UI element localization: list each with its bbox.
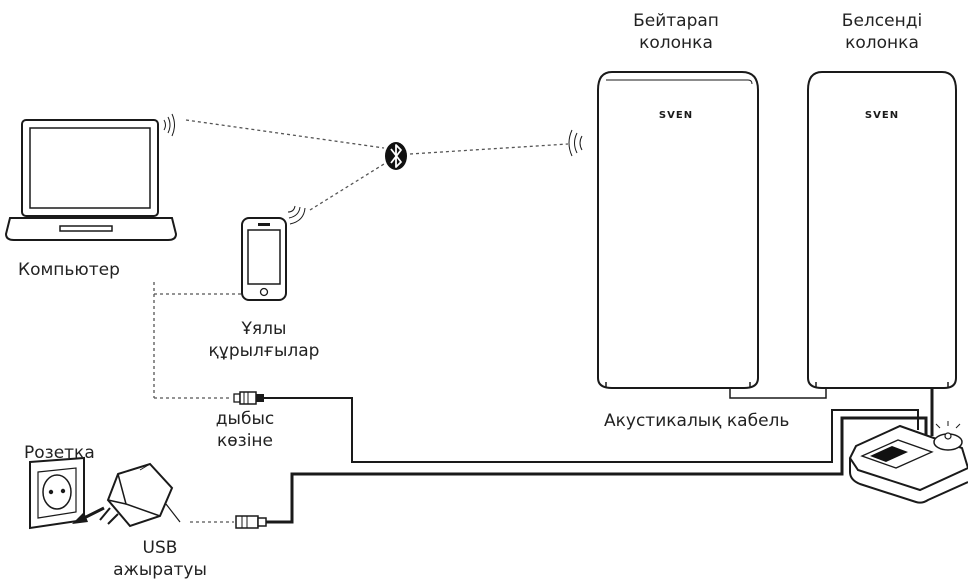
speaker-wireless-signal: [568, 129, 583, 157]
usb-cable: [266, 416, 928, 524]
acoustic-cable-label: Акустикалық кабель: [604, 411, 790, 431]
laptop-wired-links: [153, 282, 242, 399]
active-speaker: SVEN: [807, 71, 957, 389]
audio-jack-icon: [233, 391, 264, 405]
indicator-light-rays: [935, 421, 961, 429]
active-speaker-logo: SVEN: [865, 110, 899, 121]
passive-speaker: SVEN: [597, 71, 759, 389]
wireless-links: [185, 119, 569, 211]
mobile-devices-label-line2: құрылғылар: [208, 341, 320, 361]
passive-speaker-label-line2: колонка: [639, 33, 713, 53]
audio-source-label-line1: дыбыс: [215, 409, 275, 429]
acoustic-cable: [729, 388, 827, 399]
usb-adapter-label-line2: ажыратуы: [113, 560, 207, 580]
passive-speaker-label-line1: Бейтарап: [633, 11, 719, 31]
active-speaker-label: Белсенді колонка: [822, 10, 942, 54]
passive-speaker-logo: SVEN: [659, 110, 693, 121]
passive-speaker-label: Бейтарап колонка: [616, 10, 736, 54]
laptop-wireless-signal: [163, 113, 175, 137]
socket-label: Розетка: [24, 443, 95, 463]
audio-source-label-line2: көзіне: [216, 431, 273, 451]
plug-in-arrow: [72, 506, 105, 524]
usb-adapter-label: USB ажыратуы: [100, 537, 220, 581]
usb-power-adapter-icon: [99, 462, 181, 528]
laptop-icon: [4, 119, 178, 241]
smartphone-icon: [241, 217, 287, 301]
mobile-devices-label-line1: Ұялы: [241, 319, 287, 339]
mobile-devices-label: Ұялы құрылғылар: [194, 318, 334, 362]
audio-cable: [264, 397, 919, 463]
computer-label: Компьютер: [18, 260, 120, 280]
power-socket-icon: [29, 456, 85, 530]
active-speaker-label-line2: колонка: [845, 33, 919, 53]
audio-source-label: дыбыс көзіне: [190, 408, 300, 452]
active-speaker-label-line1: Белсенді: [841, 11, 923, 31]
bluetooth-icon: [385, 142, 407, 170]
wireless-control-unit-icon: [848, 424, 968, 504]
usb-plug-icon: [235, 515, 267, 529]
smartphone-wireless-signal: [287, 205, 306, 225]
usb-adapter-label-line1: USB: [142, 538, 178, 558]
